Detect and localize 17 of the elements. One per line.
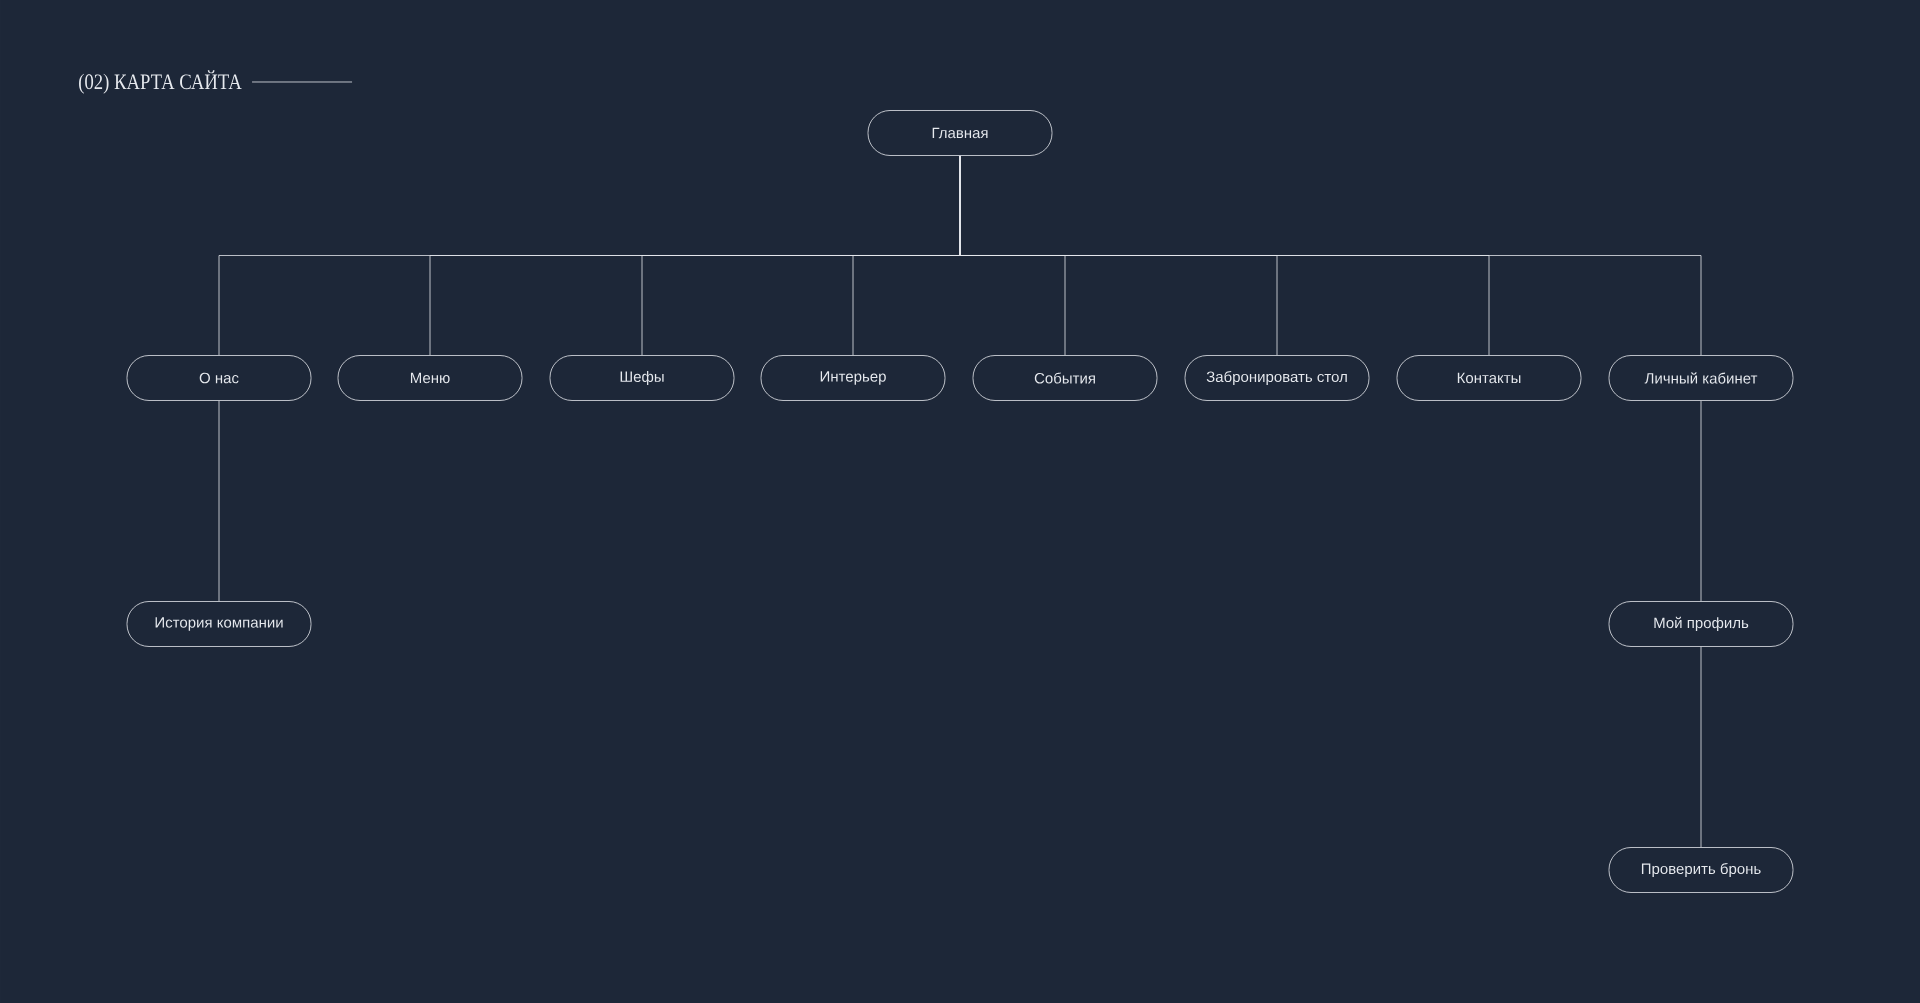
page-box: Мой профиль xyxy=(1608,601,1794,647)
page-box: Шефы xyxy=(549,355,735,401)
connector-line xyxy=(959,155,1702,356)
page-box: Интерьер xyxy=(760,355,946,401)
connector-line xyxy=(218,400,220,602)
page-box: О нас xyxy=(126,355,312,401)
page-box: История компании xyxy=(126,601,312,647)
page-box: События xyxy=(972,355,1158,401)
page-box: Личный кабинет xyxy=(1608,355,1794,401)
page-box: Главная xyxy=(867,110,1053,156)
page-box: Забронировать стол xyxy=(1184,355,1370,401)
connector-line xyxy=(1700,400,1702,602)
page-box: Контакты xyxy=(1396,355,1582,401)
page-box: Меню xyxy=(337,355,523,401)
title: (02) КАРТА САЙТА xyxy=(79,70,242,94)
page-box: Проверить бронь xyxy=(1608,847,1794,893)
connector-line xyxy=(1700,646,1702,848)
